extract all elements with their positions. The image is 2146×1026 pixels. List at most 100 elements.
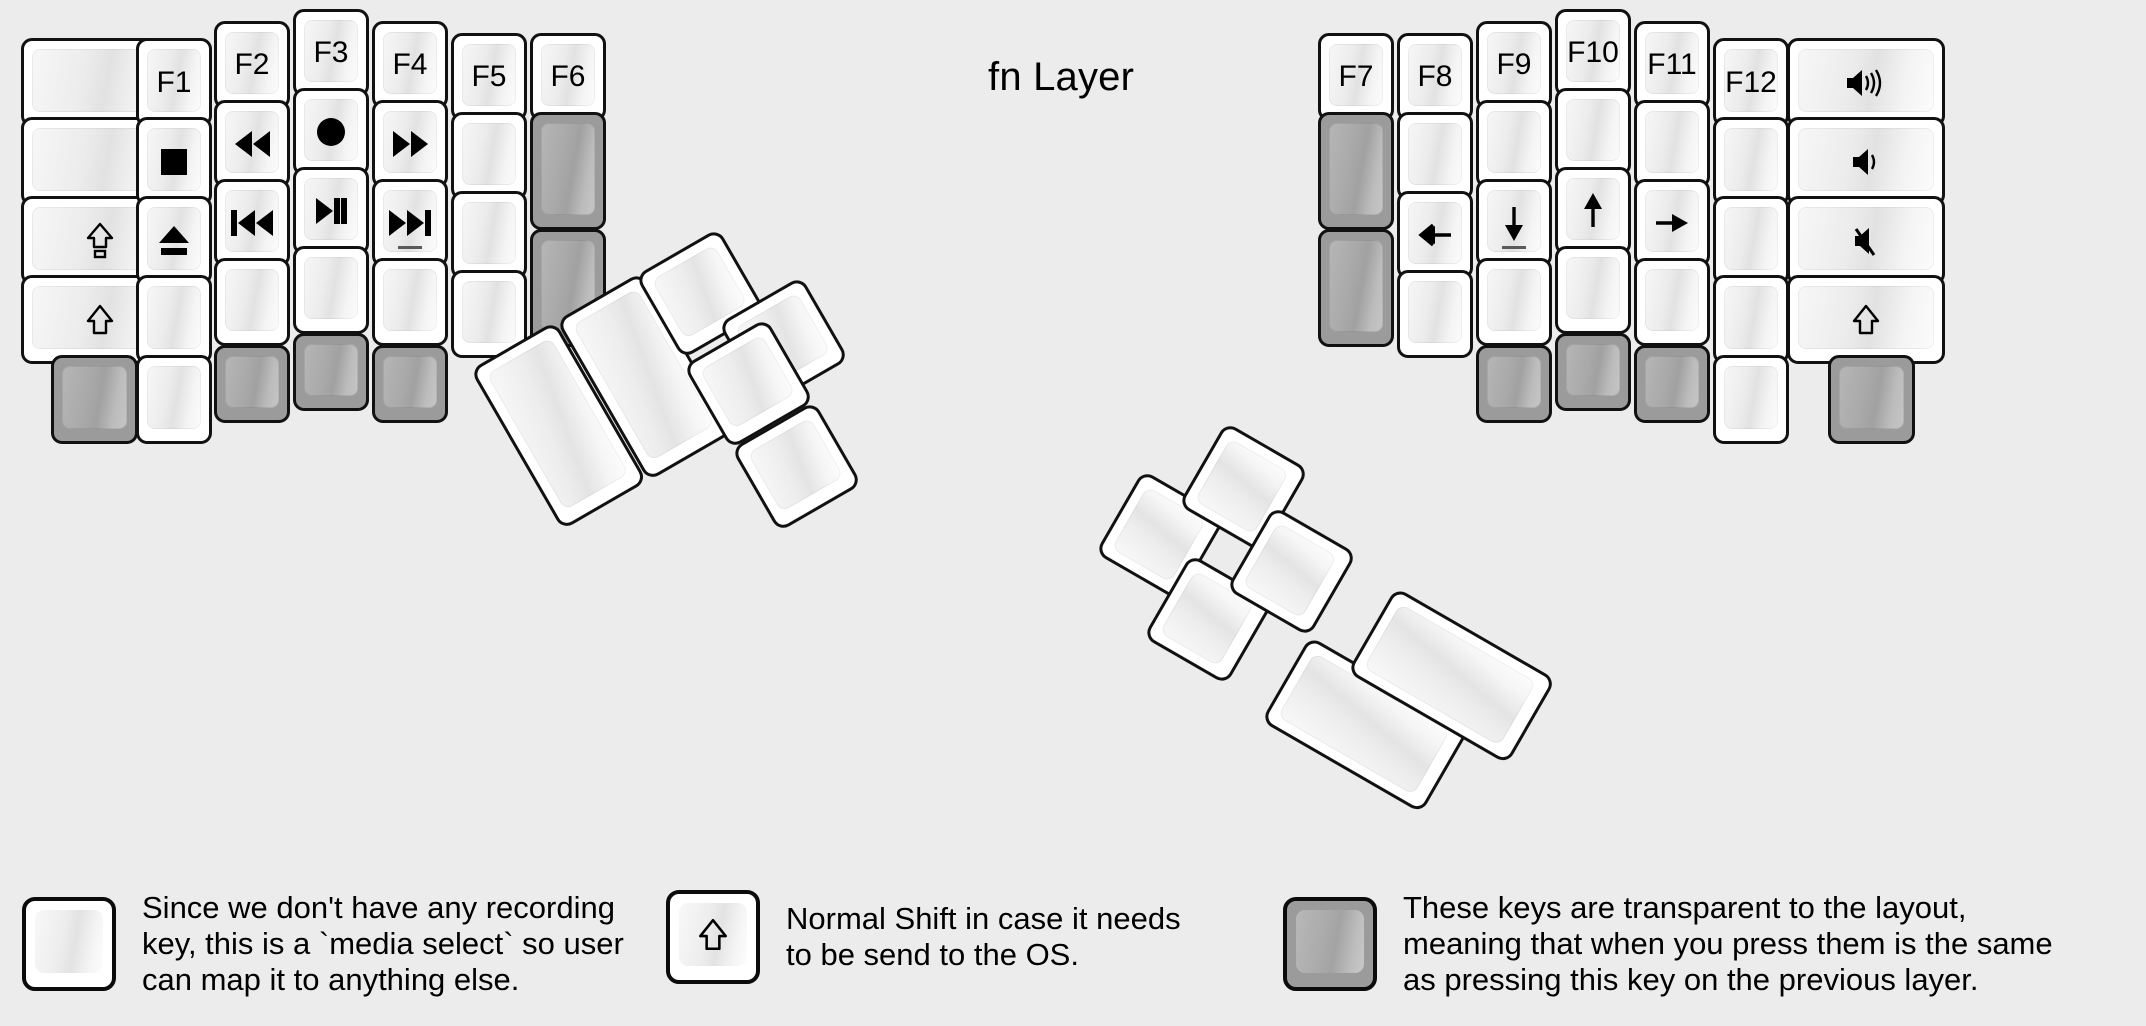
key-left-c5-r1-f4[interactable]: F4 — [372, 21, 448, 109]
key-right-c6-r5[interactable] — [1713, 355, 1789, 444]
key-left-c2-r4[interactable] — [136, 275, 212, 364]
legend-item-shift: Normal Shift in case it needs to be send… — [666, 890, 1266, 984]
key-right-c7-r4-shift[interactable] — [1787, 275, 1945, 364]
keycap-surface — [147, 286, 201, 349]
key-left-c4-r3-play-pause[interactable] — [293, 167, 369, 255]
keycap-surface — [1408, 281, 1462, 343]
key-right-c5-r5-transparent[interactable] — [1634, 345, 1710, 423]
legend-text-shift: Normal Shift in case it needs to be send… — [786, 901, 1181, 972]
key-right-c4-r3-arrow-up[interactable] — [1555, 167, 1631, 255]
key-right-c4-r5-transparent[interactable] — [1555, 333, 1631, 411]
key-left-c6-r3[interactable] — [451, 191, 527, 279]
key-left-c3-r1-f2[interactable]: F2 — [214, 21, 290, 109]
key-left-c2-r2-stop[interactable] — [136, 117, 212, 206]
keycap-surface — [1724, 207, 1778, 270]
key-left-c5-r3-next[interactable] — [372, 179, 448, 267]
key-left-c4-r5-transparent[interactable] — [293, 333, 369, 411]
key-right-c2-r4[interactable] — [1397, 270, 1473, 358]
key-left-c7-r2-transparent[interactable] — [530, 112, 606, 230]
keycap-surface — [1566, 20, 1620, 82]
key-left-c5-r5-transparent[interactable] — [372, 345, 448, 423]
key-left-c5-r2-fast-forward[interactable] — [372, 100, 448, 188]
keycap-surface — [1487, 111, 1541, 173]
key-left-c3-r4[interactable] — [214, 258, 290, 346]
key-left-c4-r4[interactable] — [293, 246, 369, 334]
key-left-c2-r1-f1[interactable]: F1 — [136, 38, 212, 127]
keycap-surface — [747, 417, 844, 513]
keycap-surface — [383, 269, 437, 331]
key-right-c5-r1-f11[interactable]: F11 — [1634, 21, 1710, 109]
key-right-c5-r4[interactable] — [1634, 258, 1710, 346]
key-right-c7-r2-volume-down[interactable] — [1787, 117, 1945, 206]
key-right-c3-r3-arrow-down[interactable] — [1476, 179, 1552, 267]
key-left-c3-r3-previous[interactable] — [214, 179, 290, 267]
keycap-surface — [1329, 44, 1383, 106]
media-play-pause-icon — [315, 198, 347, 224]
legend-item-record: Since we don't have any recording key, t… — [22, 890, 672, 998]
keycap-surface — [383, 32, 437, 94]
legend-key-record — [22, 896, 116, 991]
keycap-surface — [1296, 909, 1364, 973]
key-left-c3-r5-transparent[interactable] — [214, 345, 290, 423]
keycap-surface — [1724, 366, 1778, 429]
key-right-c6-r4[interactable] — [1713, 275, 1789, 364]
key-right-c2-r2[interactable] — [1397, 112, 1473, 200]
key-left-c6-r1-f5[interactable]: F5 — [451, 33, 527, 121]
key-right-c2-r1-f8[interactable]: F8 — [1397, 33, 1473, 121]
key-right-c7-r1-volume-up[interactable] — [1787, 38, 1945, 127]
keycap-surface — [225, 356, 279, 408]
keycap-surface — [1839, 366, 1904, 429]
keycap-surface — [304, 257, 358, 319]
shift-icon — [697, 917, 729, 958]
keycap-surface — [541, 44, 595, 106]
key-right-c6-r3[interactable] — [1713, 196, 1789, 285]
key-left-c5-r4[interactable] — [372, 258, 448, 346]
key-right-c4-r4[interactable] — [1555, 246, 1631, 334]
keycap-surface — [383, 111, 437, 173]
keycap-surface — [383, 356, 437, 408]
key-right-c7-r3-volume-mute[interactable] — [1787, 196, 1945, 285]
key-right-c3-r1-f9[interactable]: F9 — [1476, 21, 1552, 109]
keycap-surface — [1566, 257, 1620, 319]
key-left-c2-r3-eject[interactable] — [136, 196, 212, 285]
key-left-c3-r2-rewind[interactable] — [214, 100, 290, 188]
keycap-surface — [1645, 32, 1699, 94]
key-right-c1-r2-transparent[interactable] — [1318, 112, 1394, 230]
keycap-surface — [1645, 269, 1699, 331]
keycap-surface — [1329, 123, 1383, 215]
key-right-c5-r3-arrow-right[interactable] — [1634, 179, 1710, 267]
keycap-surface — [1724, 128, 1778, 191]
key-right-c1-r3-transparent[interactable] — [1318, 229, 1394, 347]
key-left-c4-r2-record[interactable] — [293, 88, 369, 176]
key-right-c4-r1-f10[interactable]: F10 — [1555, 9, 1631, 97]
shift-icon — [1851, 303, 1881, 337]
keycap-surface — [1645, 356, 1699, 408]
key-right-c6-r2[interactable] — [1713, 117, 1789, 206]
keycap-surface — [1408, 44, 1462, 106]
keycap-surface — [147, 366, 201, 429]
key-right-c2-r3-arrow-left[interactable] — [1397, 191, 1473, 279]
key-left-c6-r2[interactable] — [451, 112, 527, 200]
key-right-c7-r5-transparent[interactable] — [1828, 355, 1915, 444]
keycap-surface — [1242, 522, 1338, 619]
shift-icon — [85, 303, 115, 337]
keycap-surface — [1329, 240, 1383, 332]
key-right-c3-r5-transparent[interactable] — [1476, 345, 1552, 423]
key-right-c1-r1-f7[interactable]: F7 — [1318, 33, 1394, 121]
arrow-down-icon — [1499, 203, 1529, 243]
key-right-c3-r4[interactable] — [1476, 258, 1552, 346]
keycap-surface — [1487, 32, 1541, 94]
key-right-c4-r2[interactable] — [1555, 88, 1631, 176]
key-left-c2-r5[interactable] — [136, 355, 212, 444]
keycap-surface — [699, 334, 796, 430]
key-left-c1-r5-transparent[interactable] — [51, 355, 138, 444]
key-right-c3-r2[interactable] — [1476, 100, 1552, 188]
key-left-c4-r1-f3[interactable]: F3 — [293, 9, 369, 97]
keycap-surface — [1724, 286, 1778, 349]
keycap-surface — [1645, 111, 1699, 173]
key-left-c7-r1-f6[interactable]: F6 — [530, 33, 606, 121]
key-right-c6-r1-f12[interactable]: F12 — [1713, 38, 1789, 127]
keycap-surface — [1798, 286, 1934, 349]
keycap-surface — [304, 344, 358, 396]
key-right-c5-r2[interactable] — [1634, 100, 1710, 188]
